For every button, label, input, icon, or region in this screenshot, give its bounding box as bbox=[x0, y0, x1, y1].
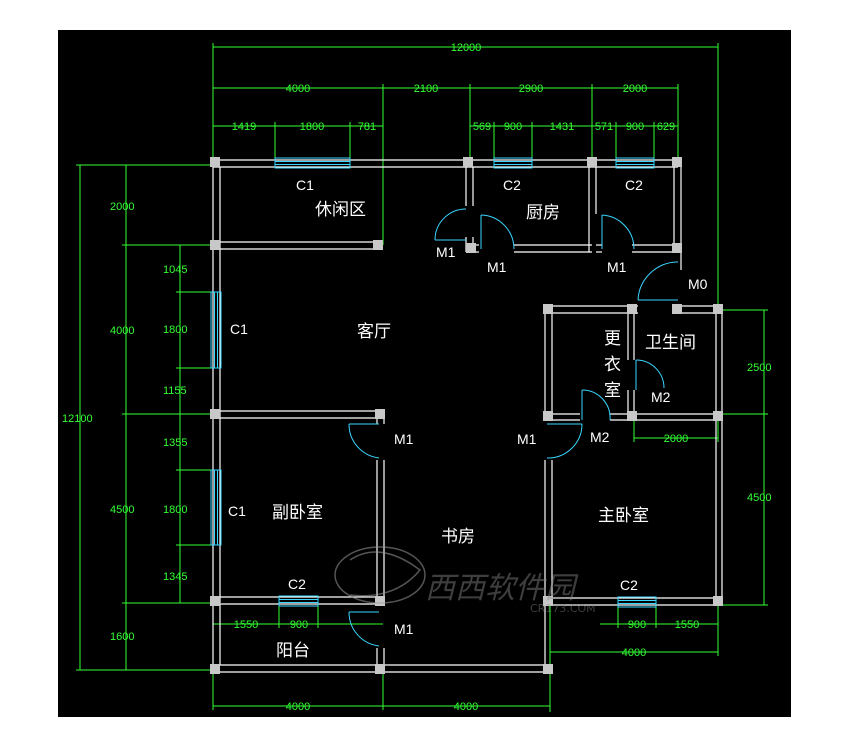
window-c1-living bbox=[210, 291, 222, 369]
watermark-logo-swoosh bbox=[349, 551, 422, 597]
dim-left-inner: 1355 bbox=[163, 437, 187, 449]
tag-c2-bedroom: C2 bbox=[288, 576, 306, 592]
tag-c2-right: C2 bbox=[625, 177, 643, 193]
room-study: 书房 bbox=[441, 527, 475, 547]
tag-m2-dressing: M2 bbox=[651, 389, 671, 405]
dim-top-detail: 781 bbox=[358, 121, 376, 133]
tag-c1-living: C1 bbox=[230, 321, 248, 337]
watermark-subtext: CR173.COM bbox=[530, 602, 596, 615]
window-c2-bedroom bbox=[278, 595, 319, 607]
window-c2-right bbox=[615, 157, 655, 169]
dim-bottom-master: 1550 bbox=[675, 619, 699, 631]
dim-left-outer: 2000 bbox=[110, 201, 134, 213]
cad-background bbox=[58, 30, 791, 717]
dim-bottom-master: 900 bbox=[628, 619, 646, 631]
dim-bath-bottom: 2000 bbox=[664, 433, 688, 445]
dim-left-outer: 4500 bbox=[110, 504, 134, 516]
dim-bottom-balcony: 1550 bbox=[234, 619, 258, 631]
doors bbox=[348, 208, 679, 647]
room-kitchen: 厨房 bbox=[526, 203, 560, 223]
tag-m1-small-room: M1 bbox=[607, 259, 627, 275]
dim-bottom-total: 4000 bbox=[454, 701, 478, 713]
dim-bottom-balcony: 900 bbox=[290, 619, 308, 631]
dim-top-detail: 1431 bbox=[550, 121, 574, 133]
dim-top-detail: 1419 bbox=[232, 121, 256, 133]
dim-right-outer: 4500 bbox=[747, 492, 771, 504]
room-bathroom: 卫生间 bbox=[645, 333, 696, 353]
door-m0-bathroom bbox=[637, 261, 679, 301]
dim-bottom-total: 4000 bbox=[286, 701, 310, 713]
dim-left-inner: 1155 bbox=[163, 385, 187, 397]
room-living: 客厅 bbox=[357, 322, 391, 342]
tag-m2-master: M2 bbox=[590, 429, 610, 445]
door-m1-lounge bbox=[434, 208, 467, 241]
room-second-bedroom: 副卧室 bbox=[272, 503, 323, 523]
tag-m1-lounge: M1 bbox=[436, 244, 456, 260]
room-dressing-1: 更 bbox=[604, 329, 621, 349]
window-c1-bedroom bbox=[210, 469, 222, 546]
door-m1-kitchen bbox=[480, 214, 515, 250]
columns bbox=[210, 157, 723, 674]
dim-top-detail: 900 bbox=[504, 121, 522, 133]
dim-left-inner: 1345 bbox=[163, 571, 187, 583]
door-m1-balcony bbox=[348, 611, 380, 647]
dim-top-seg: 2000 bbox=[623, 83, 647, 95]
dim-left-inner: 1800 bbox=[163, 504, 187, 516]
dim-top-detail: 1800 bbox=[300, 121, 324, 133]
dim-left-inner: 1045 bbox=[163, 264, 187, 276]
dim-left-total: 12100 bbox=[62, 413, 93, 425]
dimension-lines bbox=[76, 43, 768, 712]
window-c2-kitchen bbox=[493, 157, 533, 169]
dim-top-seg: 2100 bbox=[414, 83, 438, 95]
tag-m0: M0 bbox=[688, 276, 708, 292]
opening-tags: C1 C2 C2 C1 C1 C2 C2 M1 M1 M1 M0 M2 M2 M… bbox=[228, 177, 708, 637]
door-m2-dressing bbox=[635, 359, 665, 390]
watermark: 西西软件园 CR173.COM bbox=[334, 546, 596, 615]
dim-top-detail: 900 bbox=[626, 121, 644, 133]
door-m1-study bbox=[348, 423, 380, 459]
tag-c2-kitchen: C2 bbox=[503, 177, 521, 193]
windows bbox=[210, 157, 657, 608]
dim-master-width: 4000 bbox=[622, 647, 646, 659]
dim-left-inner: 1800 bbox=[163, 324, 187, 336]
door-m1-small-room bbox=[601, 214, 635, 250]
room-balcony: 阳台 bbox=[276, 641, 310, 661]
dim-top-total: 12000 bbox=[451, 42, 482, 54]
watermark-logo-ring bbox=[334, 546, 426, 604]
tag-c1-top: C1 bbox=[296, 177, 314, 193]
tag-m1-kitchen: M1 bbox=[487, 259, 507, 275]
dim-top-seg: 2900 bbox=[519, 83, 543, 95]
door-m2-master bbox=[581, 389, 611, 421]
dim-left-outer: 1600 bbox=[110, 631, 134, 643]
door-m1-study-right bbox=[546, 423, 583, 459]
room-dressing-2: 衣 bbox=[604, 355, 621, 375]
room-master-bedroom: 主卧室 bbox=[598, 506, 649, 526]
room-dressing-3: 室 bbox=[604, 381, 621, 401]
tag-m1-study-right: M1 bbox=[517, 431, 537, 447]
dim-right-outer: 2500 bbox=[747, 362, 771, 374]
tag-m1-study: M1 bbox=[394, 431, 414, 447]
dim-top-detail: 629 bbox=[657, 121, 675, 133]
dimension-labels: 12000 4000 2100 2900 2000 1419 1800 781 … bbox=[62, 42, 771, 713]
room-labels: 休闲区 厨房 客厅 更 衣 室 卫生间 副卧室 书房 主卧室 阳台 bbox=[272, 200, 696, 661]
watermark-text: 西西软件园 bbox=[425, 571, 579, 606]
dim-top-seg: 4000 bbox=[286, 83, 310, 95]
dim-top-detail: 571 bbox=[595, 121, 613, 133]
window-c1-top bbox=[274, 157, 351, 169]
dim-left-outer: 4000 bbox=[110, 325, 134, 337]
tag-c2-master: C2 bbox=[620, 577, 638, 593]
window-c2-master bbox=[617, 596, 657, 608]
tag-c1-bedroom: C1 bbox=[228, 503, 246, 519]
room-lounge: 休闲区 bbox=[315, 200, 366, 220]
dim-top-detail: 569 bbox=[473, 121, 491, 133]
tag-m1-balcony: M1 bbox=[394, 621, 414, 637]
